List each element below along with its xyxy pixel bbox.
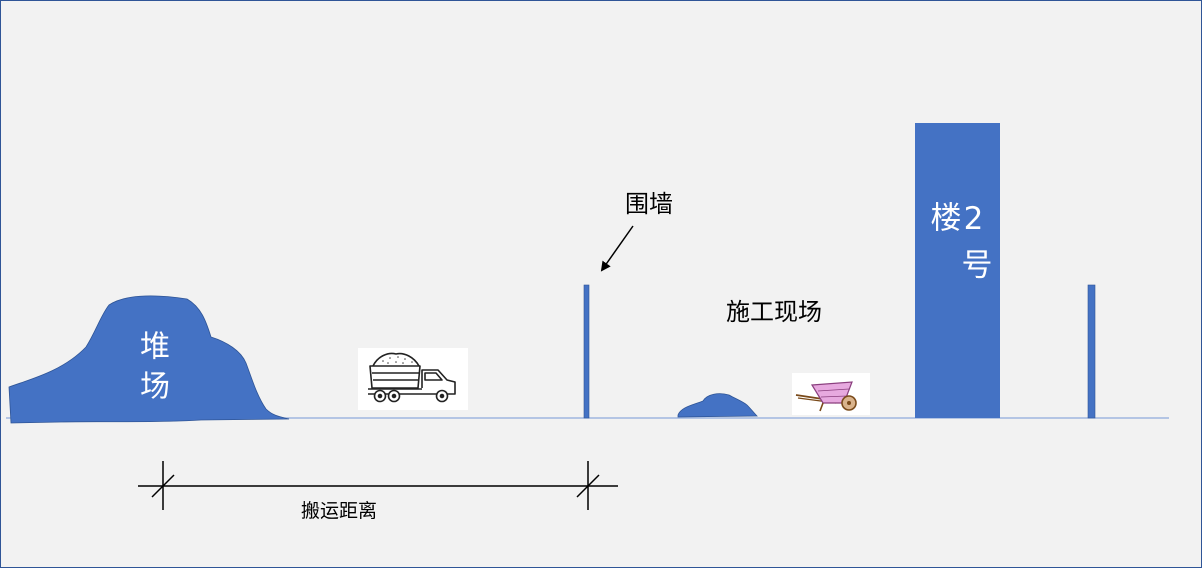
wheelbarrow-icon — [795, 381, 857, 412]
wheelbarrow-picture — [792, 373, 870, 415]
site-label: 施工现场 — [726, 298, 822, 326]
building-label: 2号楼 — [924, 201, 992, 290]
building-label-wrap: 2号楼 — [915, 201, 1000, 326]
fence-wall-right — [1087, 284, 1096, 419]
stockyard-label-wrap: 堆场 — [116, 330, 186, 420]
site-pile — [677, 393, 758, 418]
building-block — [915, 123, 1000, 418]
dimension-slash-left — [151, 474, 175, 498]
dimension-line — [138, 461, 618, 510]
wall-label: 围墙 — [625, 190, 673, 218]
haul-distance-label: 搬运距离 — [301, 500, 378, 522]
stockyard-label: 堆场 — [134, 330, 169, 410]
dump-truck-icon — [368, 352, 456, 403]
truck-picture — [358, 348, 468, 410]
fence-wall-left — [583, 284, 590, 419]
arrow-icon — [600, 225, 634, 272]
stockyard-pile — [8, 295, 290, 424]
dimension-slash-right — [576, 474, 600, 498]
